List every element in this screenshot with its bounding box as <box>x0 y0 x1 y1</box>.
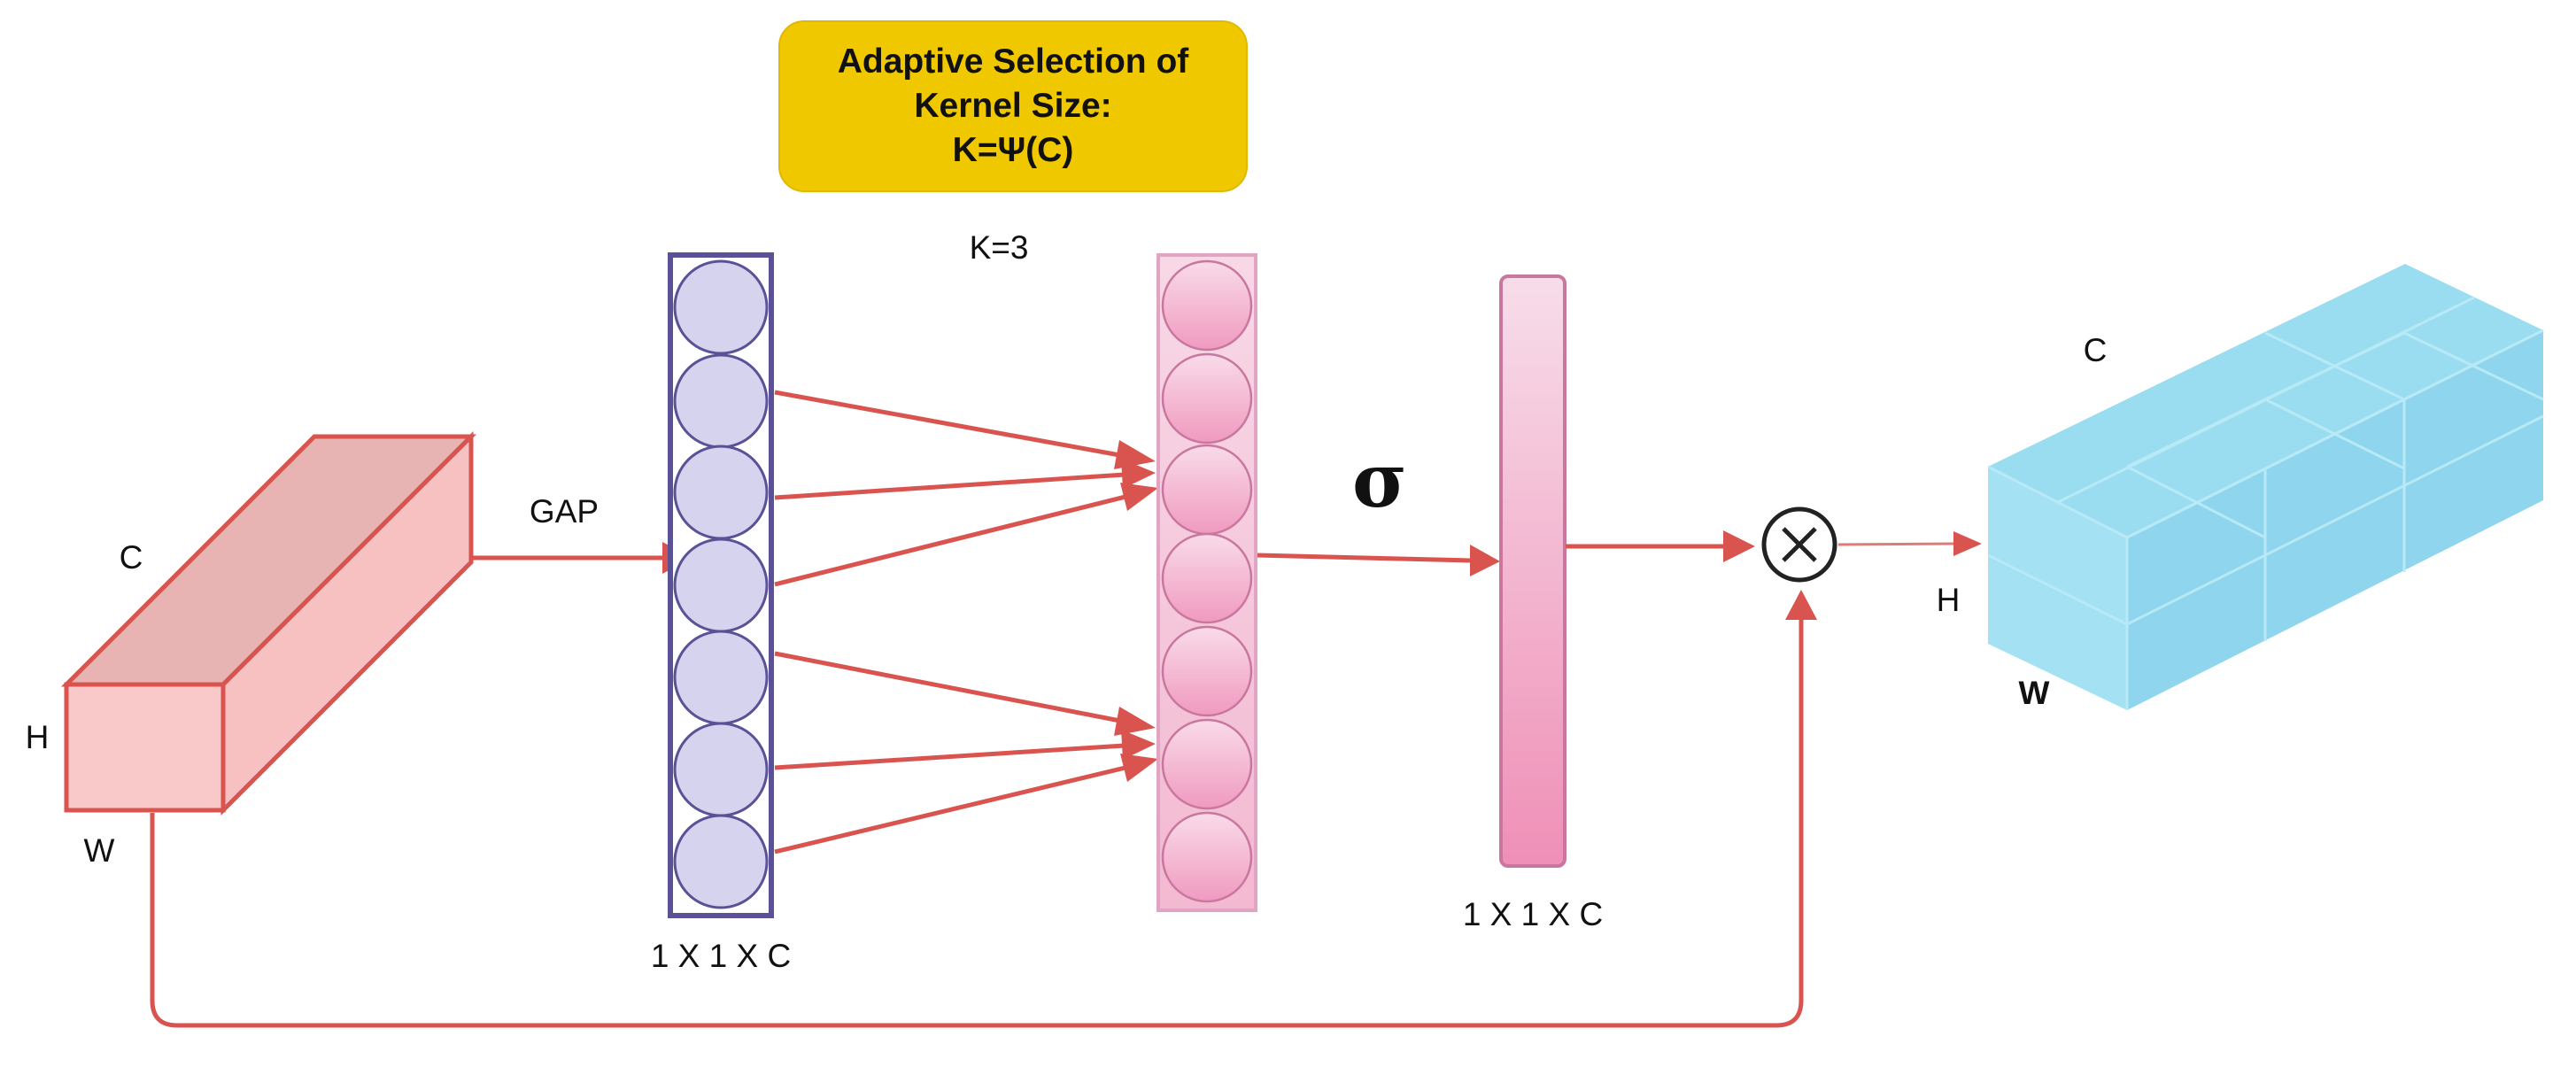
gap-cell-2 <box>673 353 769 449</box>
conv-cell-7 <box>1161 811 1253 903</box>
input-height-label: H <box>26 719 50 755</box>
gap-cell-6 <box>673 722 769 817</box>
kernel-size-label: K=3 <box>970 229 1029 266</box>
kernel-box-line1: Adaptive Selection of <box>838 43 1190 81</box>
gap-dims-label: 1 X 1 X C <box>651 938 791 974</box>
conv-cell-5 <box>1161 625 1253 717</box>
sigmoid-arrowhead <box>1470 545 1500 576</box>
kernel-size-box: Adaptive Selection of Kernel Size: K=Ψ(C… <box>778 20 1248 192</box>
skip-connection-line <box>150 620 1804 1028</box>
gap-cell-4 <box>673 537 769 633</box>
attention-weights-bar <box>1499 274 1566 868</box>
sigmoid-arrow <box>1257 553 1471 563</box>
input-channel-label: C <box>120 539 143 576</box>
conv-cell-4 <box>1161 532 1253 624</box>
conv-cell-1 <box>1161 259 1253 352</box>
weights-arrowhead <box>1723 530 1755 562</box>
kernel-box-line2: Kernel Size: <box>914 87 1111 125</box>
sigmoid-symbol: σ <box>1352 437 1407 524</box>
conv-output-column <box>1156 253 1257 912</box>
multiply-node <box>1761 506 1837 583</box>
conv-arrows <box>774 390 1130 854</box>
conv-cell-6 <box>1161 718 1253 810</box>
gap-vector-column <box>668 252 774 918</box>
output-width-label: W <box>2019 675 2050 711</box>
gap-cell-5 <box>673 630 769 725</box>
conv-cell-2 <box>1161 352 1253 445</box>
sigmoid-dims-label: 1 X 1 X C <box>1463 896 1603 932</box>
output-channel-label: C <box>2084 332 2108 368</box>
input-width-label: W <box>84 832 115 869</box>
output-arrowhead <box>1953 531 1982 556</box>
gap-cell-3 <box>673 445 769 540</box>
output-tensor <box>1987 264 2544 710</box>
conv-cell-3 <box>1161 444 1253 536</box>
gap-label: GAP <box>530 493 599 530</box>
output-arrow <box>1837 542 1956 546</box>
skip-connection-arrowhead <box>1785 590 1817 620</box>
output-height-label: H <box>1937 582 1961 618</box>
conv-arrowheads <box>1114 440 1158 782</box>
gap-cell-7 <box>673 814 769 909</box>
gap-cell-1 <box>673 259 769 355</box>
kernel-box-line3: K=Ψ(C) <box>953 131 1074 169</box>
input-tensor <box>60 430 477 816</box>
